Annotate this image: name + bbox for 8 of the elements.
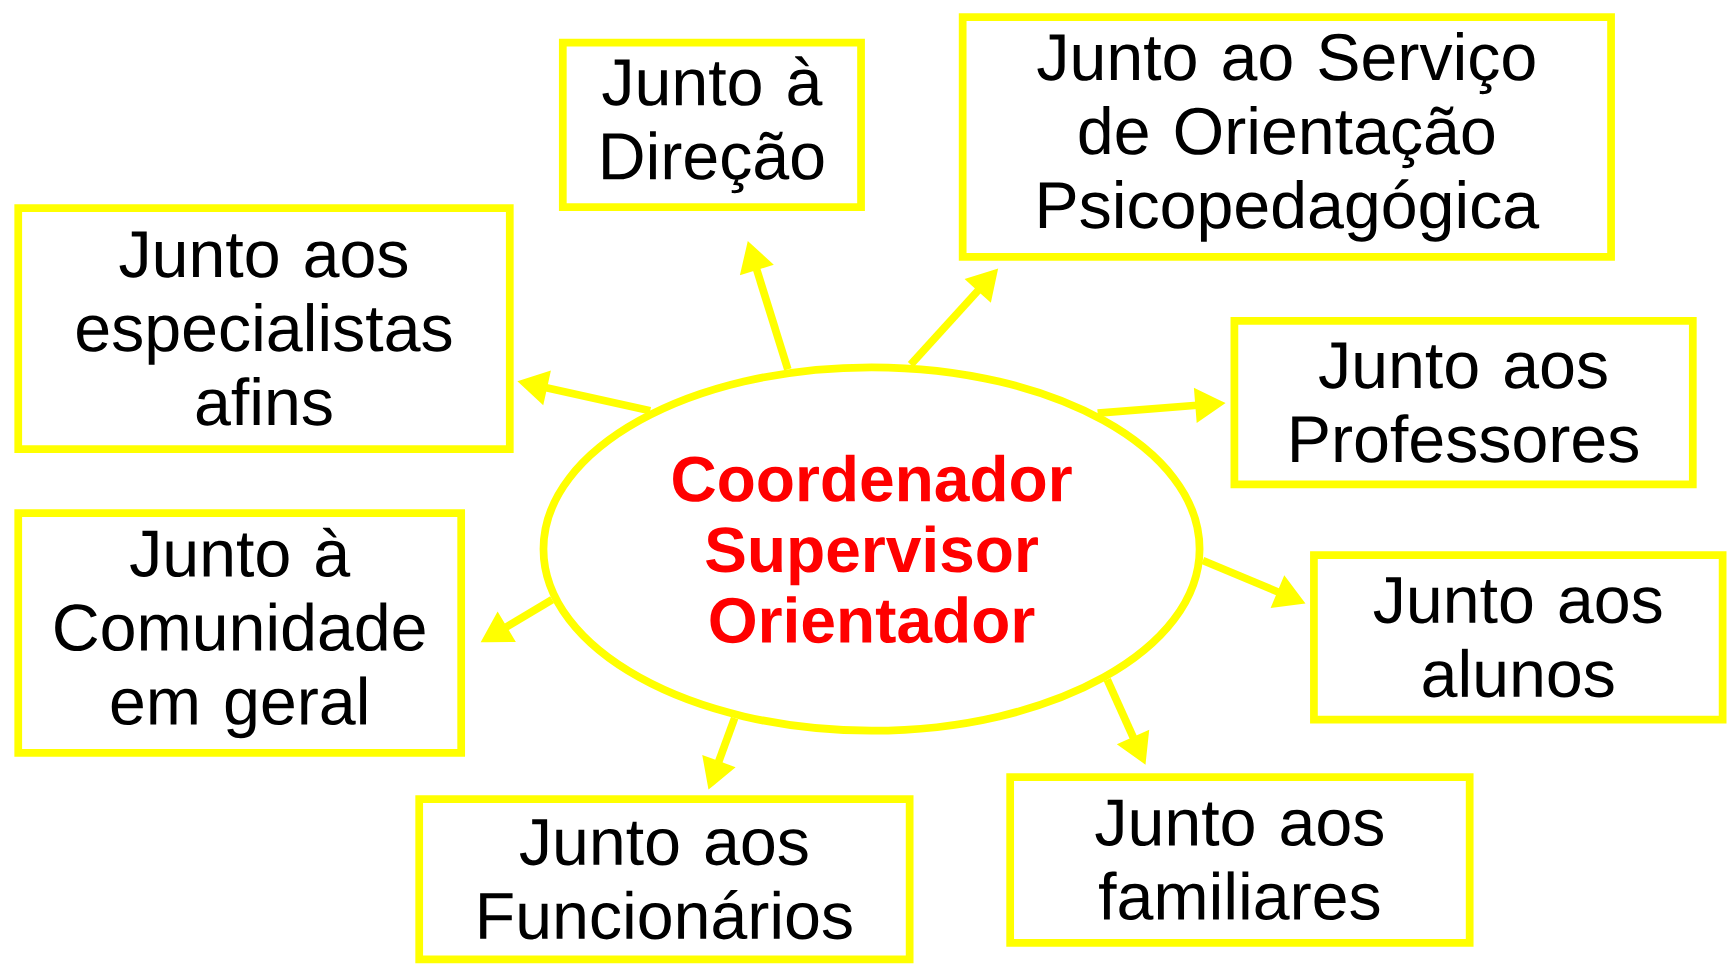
text-box: Junto ao Serviço de Orientação Psicopedagógica [958,13,1615,261]
text-box: Junto à Direção [558,38,865,212]
text-box: Junto à Comunidade em geral [14,509,466,757]
text-box: Junto aos familiares [1006,773,1474,947]
text-box: Junto aos alunos [1310,551,1727,724]
text-box: Junto aos especialistas afins [14,204,514,454]
text-box: Junto aos Funcionários [415,795,914,964]
text-box: Junto aos Professores [1230,317,1697,489]
